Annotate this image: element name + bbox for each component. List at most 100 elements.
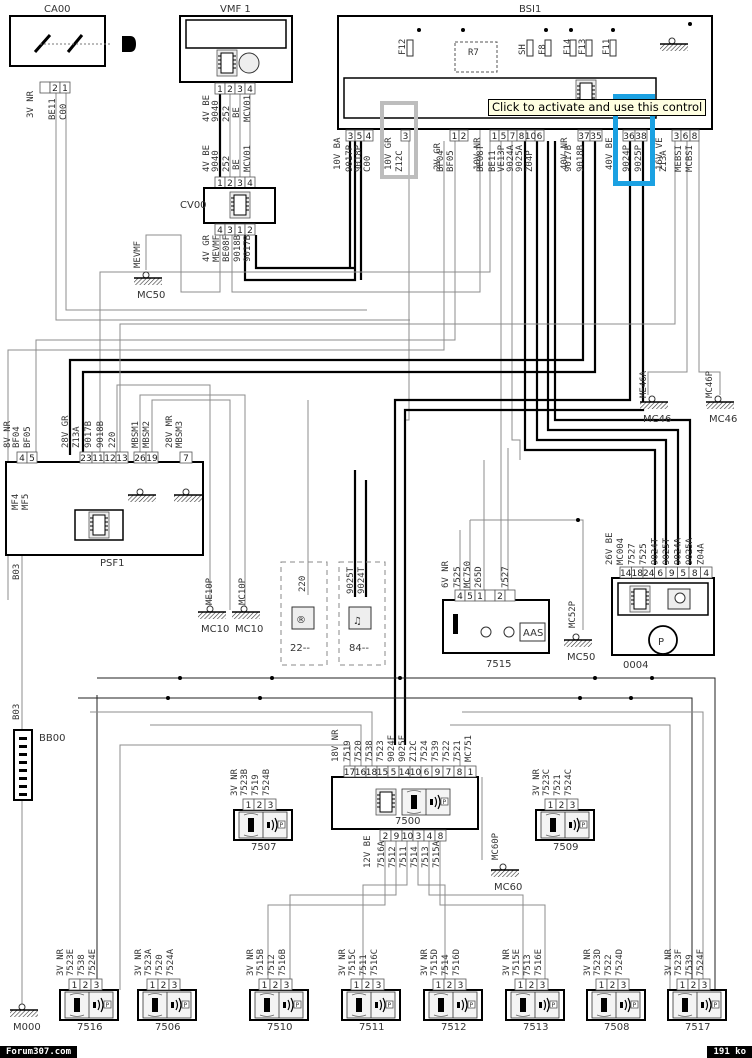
junction-dot bbox=[270, 676, 274, 680]
ground-symbol bbox=[232, 612, 260, 619]
wire-label: 9017P bbox=[345, 144, 355, 172]
pin-number: 6 bbox=[424, 768, 430, 778]
wire-label: MBSM3 bbox=[175, 421, 185, 448]
pin-number: 12 bbox=[104, 454, 115, 464]
connector-pin bbox=[244, 223, 256, 236]
sensor-wire-label: 7539 bbox=[685, 954, 695, 976]
reverse-gear-glyph: ® bbox=[296, 615, 306, 626]
wire-label: BE11 bbox=[48, 98, 58, 120]
music-note-icon bbox=[348, 606, 372, 630]
wire-label: 9024F bbox=[387, 735, 397, 762]
pin-number: 4 bbox=[703, 569, 709, 579]
wire-label: C00 bbox=[59, 104, 69, 120]
wire-group-label: 18V NR bbox=[331, 729, 341, 762]
pin-number: 3 bbox=[237, 85, 243, 95]
parking-sensor-icon bbox=[428, 991, 478, 1019]
mc50-ground-top: MC50 bbox=[137, 290, 165, 301]
wire-label: Z12C bbox=[395, 150, 405, 172]
pin-number: 2 bbox=[227, 179, 233, 189]
wire bbox=[78, 697, 693, 990]
fuse-label: F13 bbox=[578, 39, 588, 55]
wire-label: 220 bbox=[298, 576, 308, 592]
pin-number: 18 bbox=[632, 569, 644, 579]
pin-number: 3 bbox=[376, 981, 382, 991]
pin-number: 1 bbox=[262, 981, 268, 991]
switch-icon bbox=[453, 614, 458, 634]
ground-symbol bbox=[10, 1010, 38, 1017]
wire-label: 7513 bbox=[421, 846, 431, 868]
activate-control-tooltip[interactable]: Click to activate and use this control bbox=[488, 99, 707, 116]
sensor-wire-label: 7516D bbox=[452, 949, 462, 976]
parking-sensor-icon bbox=[510, 991, 560, 1019]
ecu-chip-icon bbox=[375, 788, 397, 816]
key-icon bbox=[110, 36, 136, 52]
wire-label: 7520 bbox=[354, 740, 364, 762]
wire-group-label: 6V NR bbox=[441, 560, 451, 588]
wire-group-label: 40V BE bbox=[605, 137, 615, 170]
pin-number: 10 bbox=[402, 832, 414, 842]
music-note-glyph: ♫ bbox=[353, 616, 362, 627]
pin-number: 9 bbox=[435, 768, 441, 778]
junction-dot bbox=[688, 22, 692, 26]
pin-number: 1 bbox=[477, 592, 483, 602]
wire-label: MC52P bbox=[568, 600, 578, 628]
wire-label: VE13P bbox=[497, 144, 507, 172]
ca00-title: CA00 bbox=[44, 4, 71, 15]
wire-label: 7527 bbox=[501, 566, 511, 588]
aas-box bbox=[519, 622, 546, 642]
wire-label: 9025A bbox=[515, 144, 525, 172]
wire-label: Z04A bbox=[697, 543, 707, 565]
pin-number: 1 bbox=[436, 981, 442, 991]
pin-number: 6 bbox=[683, 132, 689, 142]
wire-group-label: 3V NR bbox=[56, 948, 66, 976]
wire-label: 7516A bbox=[377, 840, 387, 868]
wire bbox=[65, 93, 367, 311]
parking-sensor-icon bbox=[401, 788, 451, 816]
pin-number: 23 bbox=[80, 454, 91, 464]
fuse-label: F12 bbox=[398, 39, 408, 55]
connector-pin bbox=[634, 129, 648, 142]
c7515-title: 7515 bbox=[486, 659, 511, 670]
wire-label: MC60P bbox=[491, 832, 501, 860]
ground-terminal bbox=[648, 395, 656, 403]
pin-number: 3 bbox=[284, 981, 290, 991]
junction-dot bbox=[258, 696, 262, 700]
ground-terminal bbox=[668, 37, 676, 45]
bb00-title: BB00 bbox=[39, 733, 65, 744]
bb00-battery bbox=[13, 729, 33, 801]
wire bbox=[99, 141, 491, 455]
junction-dot bbox=[398, 676, 402, 680]
wire-label: 7539 bbox=[431, 740, 441, 762]
park-assist-glyph: P bbox=[658, 637, 664, 648]
pin-number: 2 bbox=[273, 981, 279, 991]
pin-number: 5 bbox=[29, 454, 35, 464]
pin-number: 14 bbox=[399, 768, 411, 778]
junction-dot bbox=[629, 696, 633, 700]
wire-label: MEVMF bbox=[212, 235, 222, 262]
wire-label: 7525 bbox=[453, 566, 463, 588]
parking-sensor-icon bbox=[346, 991, 396, 1019]
pin-number: 36 bbox=[623, 132, 635, 142]
pin-number: 1 bbox=[680, 981, 686, 991]
connector-pin bbox=[39, 81, 51, 94]
pin-number: 2 bbox=[461, 132, 467, 142]
sensor-wire-label: 7516B bbox=[278, 949, 288, 976]
sensor-7513-title: 7513 bbox=[523, 1022, 548, 1033]
wire-label: BE08T bbox=[476, 144, 486, 172]
sensor-wire-label: 7512 bbox=[267, 954, 277, 976]
wire-label: 7515A bbox=[432, 840, 442, 868]
connector-pin bbox=[372, 978, 385, 991]
connector-pin bbox=[484, 589, 496, 602]
junction-dot bbox=[593, 676, 597, 680]
ground-terminal bbox=[136, 488, 144, 496]
connector-pin bbox=[534, 129, 545, 142]
wire bbox=[267, 841, 386, 990]
bsi1-title: BSI1 bbox=[519, 4, 541, 15]
wire-label: 9024T bbox=[357, 566, 367, 594]
wire bbox=[231, 105, 481, 293]
wire-label: 9040 bbox=[211, 150, 221, 172]
pin-number: 19 bbox=[146, 454, 158, 464]
wire-label: 252 bbox=[222, 156, 232, 172]
sensor-wire-label: 7519 bbox=[251, 774, 261, 796]
vmf1-title: VMF 1 bbox=[220, 4, 251, 15]
